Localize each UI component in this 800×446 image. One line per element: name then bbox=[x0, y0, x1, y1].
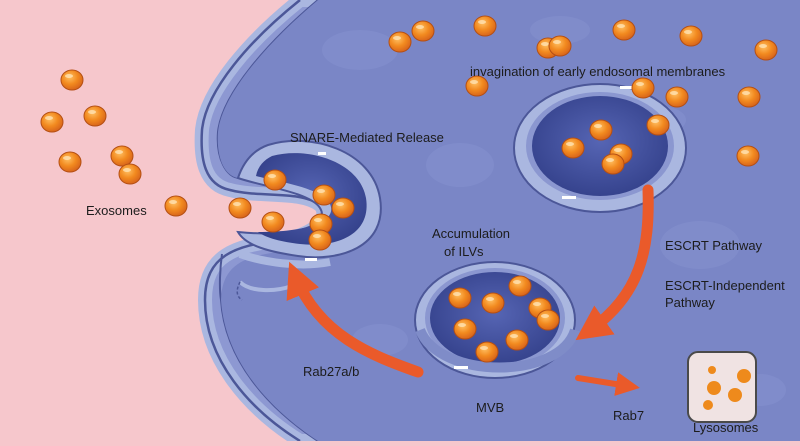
exosome-sphere bbox=[612, 19, 636, 41]
exosome-sphere bbox=[481, 292, 505, 314]
exosome-sphere bbox=[118, 163, 142, 185]
label-exosomes: Exosomes bbox=[86, 203, 147, 218]
exosome-sphere bbox=[737, 86, 761, 108]
exosome-sphere bbox=[448, 287, 472, 309]
exosome-sphere bbox=[508, 275, 532, 297]
exosome-sphere bbox=[453, 318, 477, 340]
exosome-sphere bbox=[473, 15, 497, 37]
exosome-sphere bbox=[263, 169, 287, 191]
exosome-sphere bbox=[665, 86, 689, 108]
escrt-arrow bbox=[575, 184, 654, 341]
label-accumulation-1: Accumulation bbox=[432, 226, 510, 241]
exosome-sphere bbox=[631, 77, 655, 99]
label-snare: SNARE-Mediated Release bbox=[290, 130, 444, 145]
exosome-sphere bbox=[548, 35, 572, 57]
label-mvb: MVB bbox=[476, 400, 504, 415]
exosome-sphere bbox=[60, 69, 84, 91]
exosome-sphere bbox=[646, 114, 670, 136]
exosome-sphere bbox=[589, 119, 613, 141]
exosome-sphere bbox=[388, 31, 412, 53]
label-rab27: Rab27a/b bbox=[303, 364, 359, 379]
label-accumulation-2: of ILVs bbox=[444, 244, 484, 259]
exosome-sphere bbox=[465, 75, 489, 97]
exosome-sphere bbox=[308, 229, 332, 251]
exosome-sphere bbox=[561, 137, 585, 159]
exosome-sphere bbox=[411, 20, 435, 42]
exosome-sphere bbox=[536, 309, 560, 331]
exosome-sphere bbox=[83, 105, 107, 127]
exosome-sphere bbox=[110, 145, 134, 167]
rab7-arrow bbox=[575, 372, 640, 396]
exosome-sphere bbox=[601, 153, 625, 175]
rab27-arrow bbox=[286, 261, 424, 378]
exosome-sphere bbox=[331, 197, 355, 219]
label-escrt: ESCRT Pathway bbox=[665, 238, 763, 253]
exosome-sphere bbox=[754, 39, 778, 61]
label-rab7: Rab7 bbox=[613, 408, 644, 423]
exosome-sphere bbox=[475, 341, 499, 363]
label-escrt-independent-1: ESCRT-Independent bbox=[665, 278, 785, 293]
exosome-sphere bbox=[309, 213, 333, 235]
lysosome bbox=[687, 351, 757, 423]
exosome-sphere bbox=[40, 111, 64, 133]
label-invagination: invagination of early endosomal membrane… bbox=[470, 64, 726, 79]
label-lysosomes: Lysosomes bbox=[693, 420, 759, 435]
exosome-sphere bbox=[58, 151, 82, 173]
exosome-sphere bbox=[505, 329, 529, 351]
exosome-sphere bbox=[228, 197, 252, 219]
exosome-sphere bbox=[736, 145, 760, 167]
label-escrt-independent-2: Pathway bbox=[665, 295, 715, 310]
exosome-sphere bbox=[679, 25, 703, 47]
early-endosome bbox=[513, 83, 687, 213]
exosome-sphere bbox=[164, 195, 188, 217]
exosome-sphere bbox=[261, 211, 285, 233]
exosome-particles bbox=[40, 15, 778, 363]
exosome-sphere bbox=[312, 184, 336, 206]
